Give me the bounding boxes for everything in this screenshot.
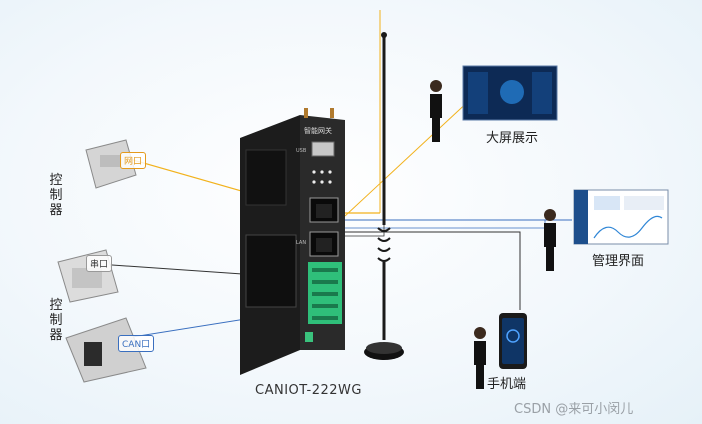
gateway-title: 智能网关 <box>304 127 332 135</box>
to-big-screen-line <box>344 97 473 217</box>
csdn-watermark: CSDN @来可小闵儿 <box>514 402 634 417</box>
antenna <box>364 32 404 360</box>
device-model-label: CANIOT-222WG <box>255 383 362 398</box>
serial-port-tag: 串口 <box>86 255 113 272</box>
can-port-tag: CAN口 <box>118 335 155 352</box>
big-screen-caption: 大屏展示 <box>486 131 539 146</box>
controller-can-device <box>65 317 147 383</box>
gateway-usb-label: USB <box>296 148 307 154</box>
to-mgmt-line-2 <box>345 220 546 229</box>
big-screen-display <box>462 65 558 121</box>
presenter-person-2 <box>544 209 556 271</box>
eth-port-tag: 网口 <box>120 152 147 169</box>
mobile-phone <box>499 313 527 369</box>
mobile-caption: 手机端 <box>487 377 527 392</box>
controller-bottom-label: 控制器 <box>49 298 63 343</box>
gateway-device <box>240 108 345 375</box>
to-mobile-line <box>345 231 521 310</box>
controller-top-label: 控制器 <box>49 173 63 218</box>
management-ui-caption: 管理界面 <box>592 254 645 269</box>
presenter-person-3 <box>474 327 486 389</box>
antenna-coil-link <box>345 200 385 237</box>
presenter-person-1 <box>430 80 442 142</box>
gateway-lan-label: LAN <box>296 240 307 246</box>
management-ui-display <box>573 189 669 245</box>
